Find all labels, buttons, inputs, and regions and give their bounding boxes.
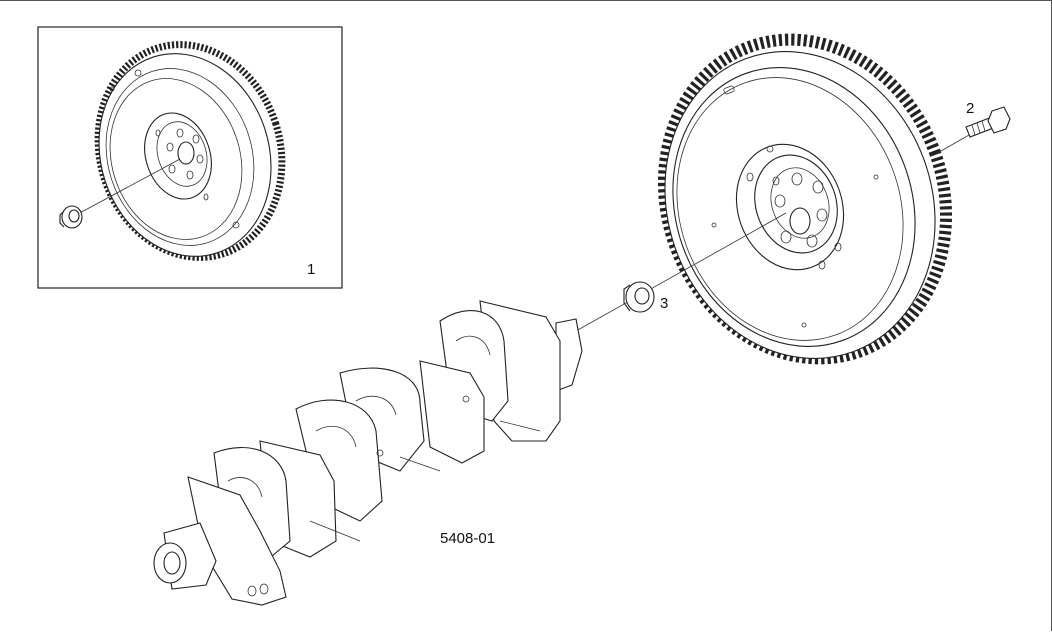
- flywheel-center-bore: [789, 207, 811, 235]
- inset-flywheel-assembly: 1: [37, 26, 343, 289]
- inset-hub: [144, 112, 212, 200]
- pilot-bearing: 3: [575, 212, 787, 332]
- flywheel-bolt: 2: [933, 100, 1011, 156]
- crankshaft-nose: [153, 542, 187, 584]
- flywheel: [657, 33, 953, 365]
- axis-line: [575, 212, 787, 332]
- inset-pilot-bearing: [59, 205, 83, 229]
- callout-3: 3: [660, 295, 668, 312]
- callout-2: 2: [966, 100, 974, 117]
- callout-1: 1: [307, 261, 315, 278]
- flywheel-disc: [664, 51, 936, 359]
- inset-axis-line: [75, 158, 181, 216]
- crankshaft: [153, 300, 583, 606]
- inset-flywheel-disc: [98, 53, 272, 257]
- drawing-code: 5408-01: [440, 530, 495, 547]
